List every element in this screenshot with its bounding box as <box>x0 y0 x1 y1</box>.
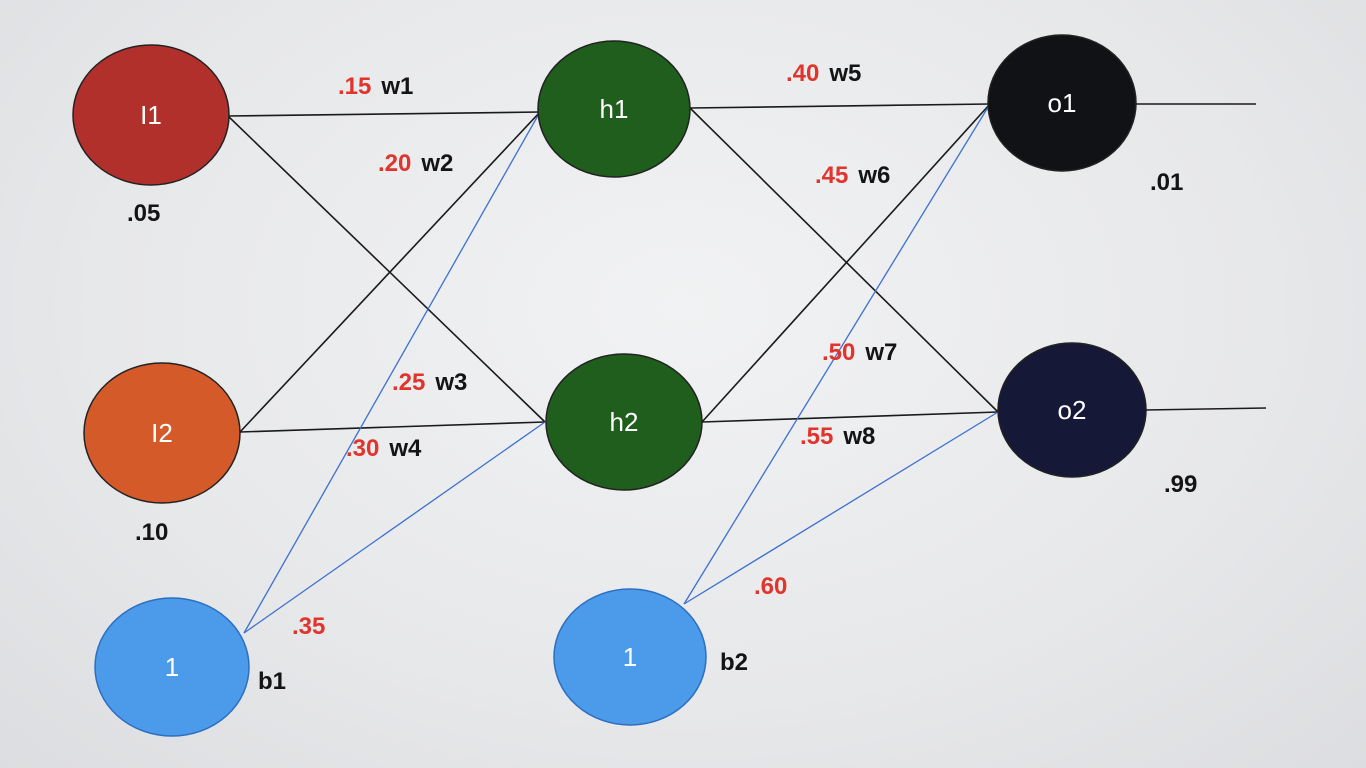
weight-b1-value: .35 <box>292 613 325 640</box>
node-b2: 1 <box>553 588 707 726</box>
bias-name-b2: b2 <box>720 649 748 676</box>
node-h2: h2 <box>545 353 703 491</box>
weight-label-w7: .50 w7 <box>822 339 897 366</box>
node-o2: o2 <box>997 342 1147 478</box>
edge-b1-h1 <box>243 111 541 634</box>
node-i1: I1 <box>72 44 230 186</box>
weight-w2-value: .20 <box>378 150 411 177</box>
weight-label-w1: .15 w1 <box>338 73 413 100</box>
node-b2-label: 1 <box>623 642 637 672</box>
weight-b2-value: .60 <box>754 573 787 600</box>
node-b1: 1 <box>94 597 250 737</box>
weight-label-w2: .20 w2 <box>378 150 453 177</box>
node-h1: h1 <box>537 40 691 178</box>
weight-w1-value: .15 <box>338 73 371 100</box>
weight-w7-value: .50 <box>822 339 855 366</box>
value-o2-target: .99 <box>1164 471 1197 498</box>
node-i2: I2 <box>83 362 241 504</box>
value-i1: .05 <box>127 200 160 227</box>
edge-h2-o1 <box>701 103 991 423</box>
weight-label-w3: .25 w3 <box>392 369 467 396</box>
weight-w4-value: .30 <box>346 435 379 462</box>
edge-h1-o1 <box>689 103 991 109</box>
edge-h1-o2 <box>689 107 999 413</box>
edge-o2-out <box>1144 407 1267 411</box>
weight-w8-value: .55 <box>800 423 833 450</box>
value-i2: .10 <box>135 519 168 546</box>
weight-w1-name: w1 <box>380 73 413 100</box>
weight-w8-name: w8 <box>842 423 875 450</box>
weight-label-w5: .40 w5 <box>786 60 861 87</box>
node-h1-label: h1 <box>600 94 629 124</box>
value-o1-target: .01 <box>1150 169 1183 196</box>
node-o1-label: o1 <box>1048 88 1077 118</box>
weight-w6-name: w6 <box>857 162 890 189</box>
edge-b2-o2 <box>683 411 999 605</box>
weight-w4-name: w4 <box>388 435 422 462</box>
edge-h2-o2 <box>701 411 999 423</box>
node-o2-label: o2 <box>1058 395 1087 425</box>
node-i1-label: I1 <box>140 100 162 130</box>
weight-w6-value: .45 <box>815 162 848 189</box>
weight-label-w6: .45 w6 <box>815 162 890 189</box>
node-h2-label: h2 <box>610 407 639 437</box>
node-i2-label: I2 <box>151 418 173 448</box>
weight-w7-name: w7 <box>864 339 897 366</box>
edge-i1-h2 <box>227 115 546 423</box>
weight-w2-name: w2 <box>420 150 453 177</box>
weight-label-w8: .55 w8 <box>800 423 875 450</box>
edge-i2-h2 <box>239 421 546 433</box>
weight-w5-name: w5 <box>828 60 861 87</box>
edge-i1-h1 <box>227 111 541 117</box>
node-b1-label: 1 <box>165 652 179 682</box>
weight-w3-value: .25 <box>392 369 425 396</box>
node-o1: o1 <box>987 34 1137 172</box>
edge-i2-h1 <box>239 111 541 433</box>
edge-b1-h2 <box>243 421 546 634</box>
weight-label-w4: .30 w4 <box>346 435 422 462</box>
weight-w5-value: .40 <box>786 60 819 87</box>
weight-w3-name: w3 <box>434 369 467 396</box>
edge-b2-o1 <box>683 103 991 605</box>
bias-name-b1: b1 <box>258 668 286 695</box>
